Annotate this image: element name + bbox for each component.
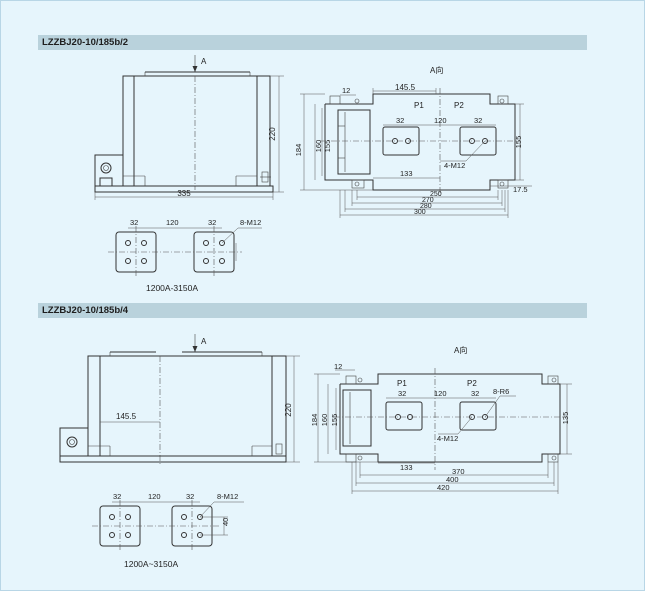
dim-mount-span-2: 133	[400, 463, 413, 472]
dim-right-offset-1: 17.5	[513, 185, 528, 194]
dim-h184-2: 184	[310, 414, 319, 427]
terminal-box-1	[337, 109, 371, 175]
dim-h155-2: 155	[330, 414, 339, 427]
dim-pad-left-2: 32	[398, 389, 406, 398]
terminal-box-2	[342, 389, 372, 447]
detail-pad-left-1: 32	[130, 218, 138, 227]
dim-offset-2: 145.5	[116, 412, 137, 421]
detail-pad-right-2: 32	[186, 492, 194, 501]
dim-height-1: 220	[268, 127, 277, 141]
terminal-detail-1: 32 120 32 8-M12 1200A-3150A	[108, 218, 262, 293]
dim-right-height-1: 155	[514, 136, 523, 149]
view-arrow-label-2: A	[201, 337, 207, 346]
dim-center-1: 120	[434, 116, 447, 125]
dim-pad-right-1: 32	[474, 116, 482, 125]
dim-bottom-400-2: 400	[446, 475, 459, 484]
dim-bottom-270-1: 270	[422, 197, 434, 204]
terminal-label-p1-2: P1	[397, 379, 407, 388]
dim-h160-1: 160	[314, 140, 323, 153]
dim-height-2: 220	[284, 403, 293, 417]
dim-bottom-280-1: 280	[420, 203, 432, 210]
dim-h184-1: 184	[294, 144, 303, 157]
dim-right-height-2: 135	[561, 412, 570, 425]
dim-pad-left-1: 32	[396, 116, 404, 125]
terminal-label-p1-1: P1	[414, 101, 424, 110]
dim-mount-span-1: 133	[400, 169, 413, 178]
current-range-1: 1200A-3150A	[146, 283, 198, 293]
view-label-1: A向	[430, 65, 443, 75]
detail-hole-note-1: 8-M12	[240, 218, 261, 227]
terminal-detail-2: 32 120 32 8-M12 40 1200A~3150A	[92, 492, 244, 569]
view-label-2: A向	[454, 345, 467, 355]
dim-bottom-300-1: 300	[414, 209, 426, 216]
slot-note-2: 8-R6	[493, 387, 509, 396]
dim-top-offset-1: 12	[342, 86, 350, 95]
dim-h155-1: 155	[323, 140, 332, 153]
dim-width-1: 335	[177, 189, 191, 198]
dim-pad-right-2: 32	[471, 389, 479, 398]
detail-pad-right-1: 32	[208, 218, 216, 227]
dim-bottom-250-1: 250	[430, 191, 442, 198]
detail-offset-2: 40	[221, 518, 230, 526]
view-arrow-label-1: A	[201, 57, 207, 66]
plan-view-2: A向 P1 P2 12 32 120 32 8-R6 4-M12	[310, 345, 572, 494]
hole-note-2: 4-M12	[437, 434, 458, 443]
section-title-1: LZZBJ20-10/185b/2	[38, 35, 587, 50]
side-view-1: A 220 335	[94, 55, 284, 200]
view-arrow-1	[192, 66, 198, 72]
current-range-2: 1200A~3150A	[124, 559, 178, 569]
terminal-label-p2-1: P2	[454, 101, 464, 110]
hole-note-1: 4-M12	[444, 161, 465, 170]
dim-top-offset-2: 12	[334, 362, 342, 371]
plan-view-1: A向 P1 P2 145.5 12 32	[294, 65, 532, 218]
dim-h160-2: 160	[320, 414, 329, 427]
detail-pad-left-2: 32	[113, 492, 121, 501]
dim-center-2: 120	[434, 389, 447, 398]
dim-bottom-420-2: 420	[437, 483, 450, 492]
detail-hole-note-2: 8-M12	[217, 492, 238, 501]
section-title-2: LZZBJ20-10/185b/4	[38, 303, 587, 318]
dim-span-1: 145.5	[395, 83, 416, 92]
detail-center-2: 120	[148, 492, 161, 501]
side-view-2: A 145.5 220	[59, 334, 300, 464]
dim-bottom-370-2: 370	[452, 467, 465, 476]
detail-center-1: 120	[166, 218, 179, 227]
view-arrow-2	[192, 346, 198, 352]
terminal-label-p2-2: P2	[467, 379, 477, 388]
